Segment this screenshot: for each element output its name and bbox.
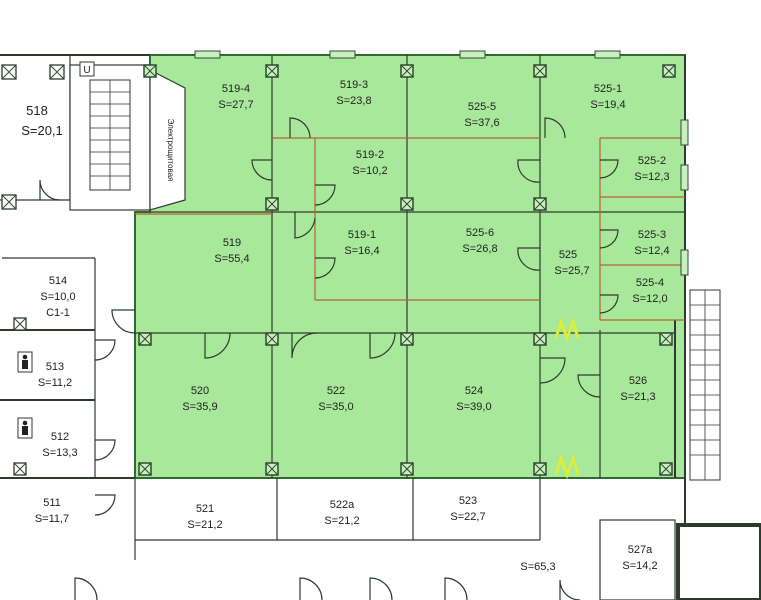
room-522-number: 522 [327,385,345,397]
room-525-1-area: S=19,4 [590,99,625,111]
room-513-area: S=11,2 [38,377,72,389]
electrical-room-label: Электрощитовая [166,119,175,182]
room-525-2-area: S=12,3 [634,171,669,183]
highlighted-zone[interactable] [134,54,686,479]
corridor-area: S=65,3 [520,561,555,573]
lower-rooms [74,478,761,600]
room-521-number: 521 [196,503,214,515]
toilet-icon [17,351,33,373]
room-519-3-area: S=23,8 [336,95,371,107]
room-512-area: S=13,3 [42,447,77,459]
room-525-5-area: S=37,6 [464,117,499,129]
room-522a-area: S=21,2 [324,515,359,527]
room-514-extra: C1-1 [46,307,70,319]
room-527a-number: 527a [628,544,653,556]
partitions [135,137,685,321]
room-520-area: S=35,9 [182,401,217,413]
room-525-5-number: 525-5 [468,101,496,113]
room-519-4-area: S=27,7 [218,99,253,111]
room-519-4-number: 519-4 [222,83,250,95]
room-523-number: 523 [459,495,477,507]
room-523-area: S=22,7 [450,511,485,523]
room-525-6-area: S=26,8 [462,243,497,255]
room-524-number: 524 [465,385,483,397]
stair-block: Электрощитовая U [69,61,186,211]
room-521-area: S=21,2 [187,519,222,531]
room-525-6-number: 525-6 [466,227,494,239]
room-525-4-number: 525-4 [636,277,664,289]
room-524-area: S=39,0 [456,401,491,413]
room-519-area: S=55,4 [214,253,249,265]
room-519-2-number: 519-2 [356,149,384,161]
room-527a-area: S=14,2 [622,560,657,572]
room-525-3-area: S=12,4 [634,245,669,257]
room-526-area: S=21,3 [620,391,655,403]
room-labels: 518 S=20,1 519-4 S=27,7 519-3 S=23,8 519… [21,79,669,573]
window-markers [194,50,689,276]
room-513-number: 513 [46,361,64,373]
room-512-number: 512 [51,431,69,443]
room-522-area: S=35,0 [318,401,353,413]
room-519-1-area: S=16,4 [344,245,379,257]
room-519-2-area: S=10,2 [352,165,387,177]
svg-text:U: U [83,65,90,76]
room-518-number: 518 [26,103,48,118]
columns-white [1,64,65,476]
toilet-icon [17,417,33,439]
room-525-3-number: 525-3 [638,229,666,241]
room-518-area: S=20,1 [21,123,63,138]
room-525-1-number: 525-1 [594,83,622,95]
room-519-number: 519 [223,237,241,249]
room-514-area: S=10,0 [40,291,75,303]
room-525-area: S=25,7 [554,265,589,277]
room-525-number: 525 [559,249,577,261]
room-519-3-number: 519-3 [340,79,368,91]
room-511-area: S=11,7 [35,513,69,525]
right-staircase [689,289,721,481]
room-514-number: 514 [49,275,67,287]
room-525-4-area: S=12,0 [632,293,667,305]
doors [39,117,619,516]
room-520-number: 520 [191,385,209,397]
room-526-number: 526 [629,375,647,387]
room-511-number: 511 [43,497,61,509]
column-crosses [138,64,676,476]
room-519-1-number: 519-1 [348,229,376,241]
accent-marks [554,317,580,480]
room-525-2-number: 525-2 [638,155,666,167]
room-522a-number: 522a [330,499,355,511]
